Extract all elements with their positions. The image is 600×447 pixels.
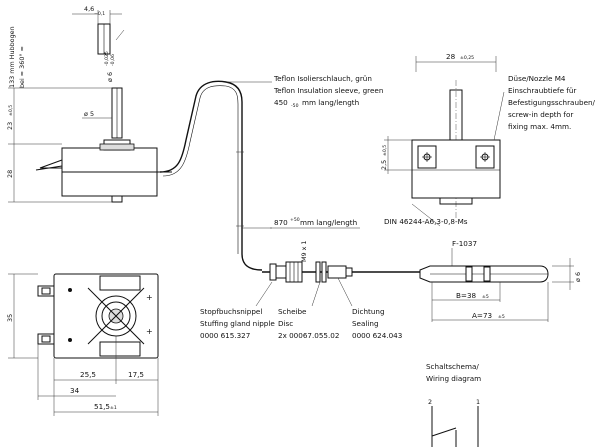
top-dim-35: 35 [6, 314, 14, 322]
front-dim-28: 28 [446, 52, 456, 61]
part-disc-en: Disc [278, 319, 293, 328]
front-view: 28 ±0,25 2,5 ±0,5 DIN 46244-A6,3-0,8-Ms … [380, 52, 596, 227]
bulb-diameter: ø 6 [574, 272, 582, 282]
bulb-dim-b: B=38 [456, 291, 477, 300]
part-sealing-code: 0000 624.043 [352, 331, 402, 340]
sleeve-label-en: Teflon Insulation sleeve, green [273, 86, 383, 95]
front-dim-2-5: 2,5 [380, 160, 388, 170]
wiring-label-en: Wiring diagram [426, 374, 481, 383]
gland-assembly: M9 x 1 [255, 241, 420, 307]
bulb-dim-b-tol: ±5 [482, 294, 489, 300]
travel-note: 133 mm Hubbogen [8, 26, 16, 88]
front-dim-2-5-tol: ±0,5 [382, 145, 388, 156]
bulb-label: F-1037 [452, 239, 477, 248]
wiring-label-de: Schaltschema/ [426, 362, 479, 371]
front-dim-28-tol: ±0,25 [460, 55, 474, 61]
nozzle-line-2: Befestigungsschrauben/ [508, 98, 596, 107]
capillary-length-label: 870 +50 mm lang/length [242, 217, 360, 229]
rotation-note: bei ≈ 360° ≈ [18, 46, 26, 88]
nozzle-line-4: fixing max. 4mm. [508, 122, 571, 131]
shaft-tolerance: ø 6 [106, 72, 114, 82]
shaft-tol-upper: -0,025 [104, 51, 110, 66]
side-view: 4,6 −0,1 ø 6 -0,025 -0,06 133 mm Hubboge… [6, 5, 172, 203]
dim-phi5: ø 5 [84, 110, 94, 118]
bulb-dim-a: A=73 [472, 311, 492, 320]
terminal-left: 2 [428, 398, 432, 406]
dim-width: 4,6 [84, 5, 94, 13]
part-disc-de: Scheibe [278, 307, 307, 316]
sleeve-label-de: Teflon Isolierschlauch, grün [273, 74, 372, 83]
nozzle-line-1: Einschraubtiefe für [508, 86, 576, 95]
capillary-length-tol: +50 [290, 217, 300, 223]
top-view: + + 35 25,5 17,5 34 51,5 ±1 [6, 273, 159, 416]
part-gland-code: 0000 615.327 [200, 331, 250, 340]
top-dim-51-5: 51,5 [94, 402, 110, 411]
part-sealing-en: Sealing [352, 319, 379, 328]
part-gland-en: Stuffing gland nipple [200, 319, 275, 328]
sleeve-length-unit: mm lang/length [302, 98, 359, 107]
top-dim-34: 34 [70, 386, 80, 395]
capillary-length: 870 [274, 218, 288, 227]
part-disc-code: 2x 00067.055.02 [278, 331, 339, 340]
top-dim-17-5: 17,5 [128, 370, 144, 379]
bulb-dim-a-tol: ±5 [498, 314, 505, 320]
svg-text:+: + [146, 327, 153, 336]
capillary-tube [159, 80, 263, 271]
top-dim-51-5-tol: ±1 [110, 405, 117, 411]
capillary-length-unit: mm lang/length [300, 218, 357, 227]
part-sealing-de: Dichtung [352, 307, 385, 316]
sleeve-label: Teflon Isolierschlauch, grün Teflon Insu… [226, 74, 383, 109]
thread-label: M9 x 1 [300, 241, 308, 263]
wiring-diagram: Schaltschema/ Wiring diagram 2 1 [426, 362, 481, 447]
shaft-tol-lower: -0,06 [110, 54, 116, 66]
svg-text:+: + [146, 293, 153, 302]
dim-width-tol: −0,1 [94, 11, 105, 17]
sensor-bulb: F-1037 ø 6 B=38 ±5 A=73 ±5 [419, 239, 582, 322]
terminal-right: 1 [476, 398, 480, 406]
dim-23-tol: ±0,5 [8, 105, 14, 116]
nozzle-label: Düse/Nozzle M4 [508, 74, 566, 83]
din-label: DIN 46244-A6,3-0,8-Ms [384, 217, 468, 226]
sleeve-length-tol: -50 [291, 103, 299, 109]
parts-list: Stopfbuchsnippel Stuffing gland nipple 0… [200, 307, 402, 340]
dim-28-side: 28 [6, 170, 14, 178]
nozzle-line-3: screw-in depth for [508, 110, 573, 119]
dim-23: 23 [6, 122, 14, 130]
top-dim-25-5: 25,5 [80, 370, 96, 379]
sleeve-length: 450 [274, 98, 288, 107]
part-gland-de: Stopfbuchsnippel [200, 307, 262, 316]
